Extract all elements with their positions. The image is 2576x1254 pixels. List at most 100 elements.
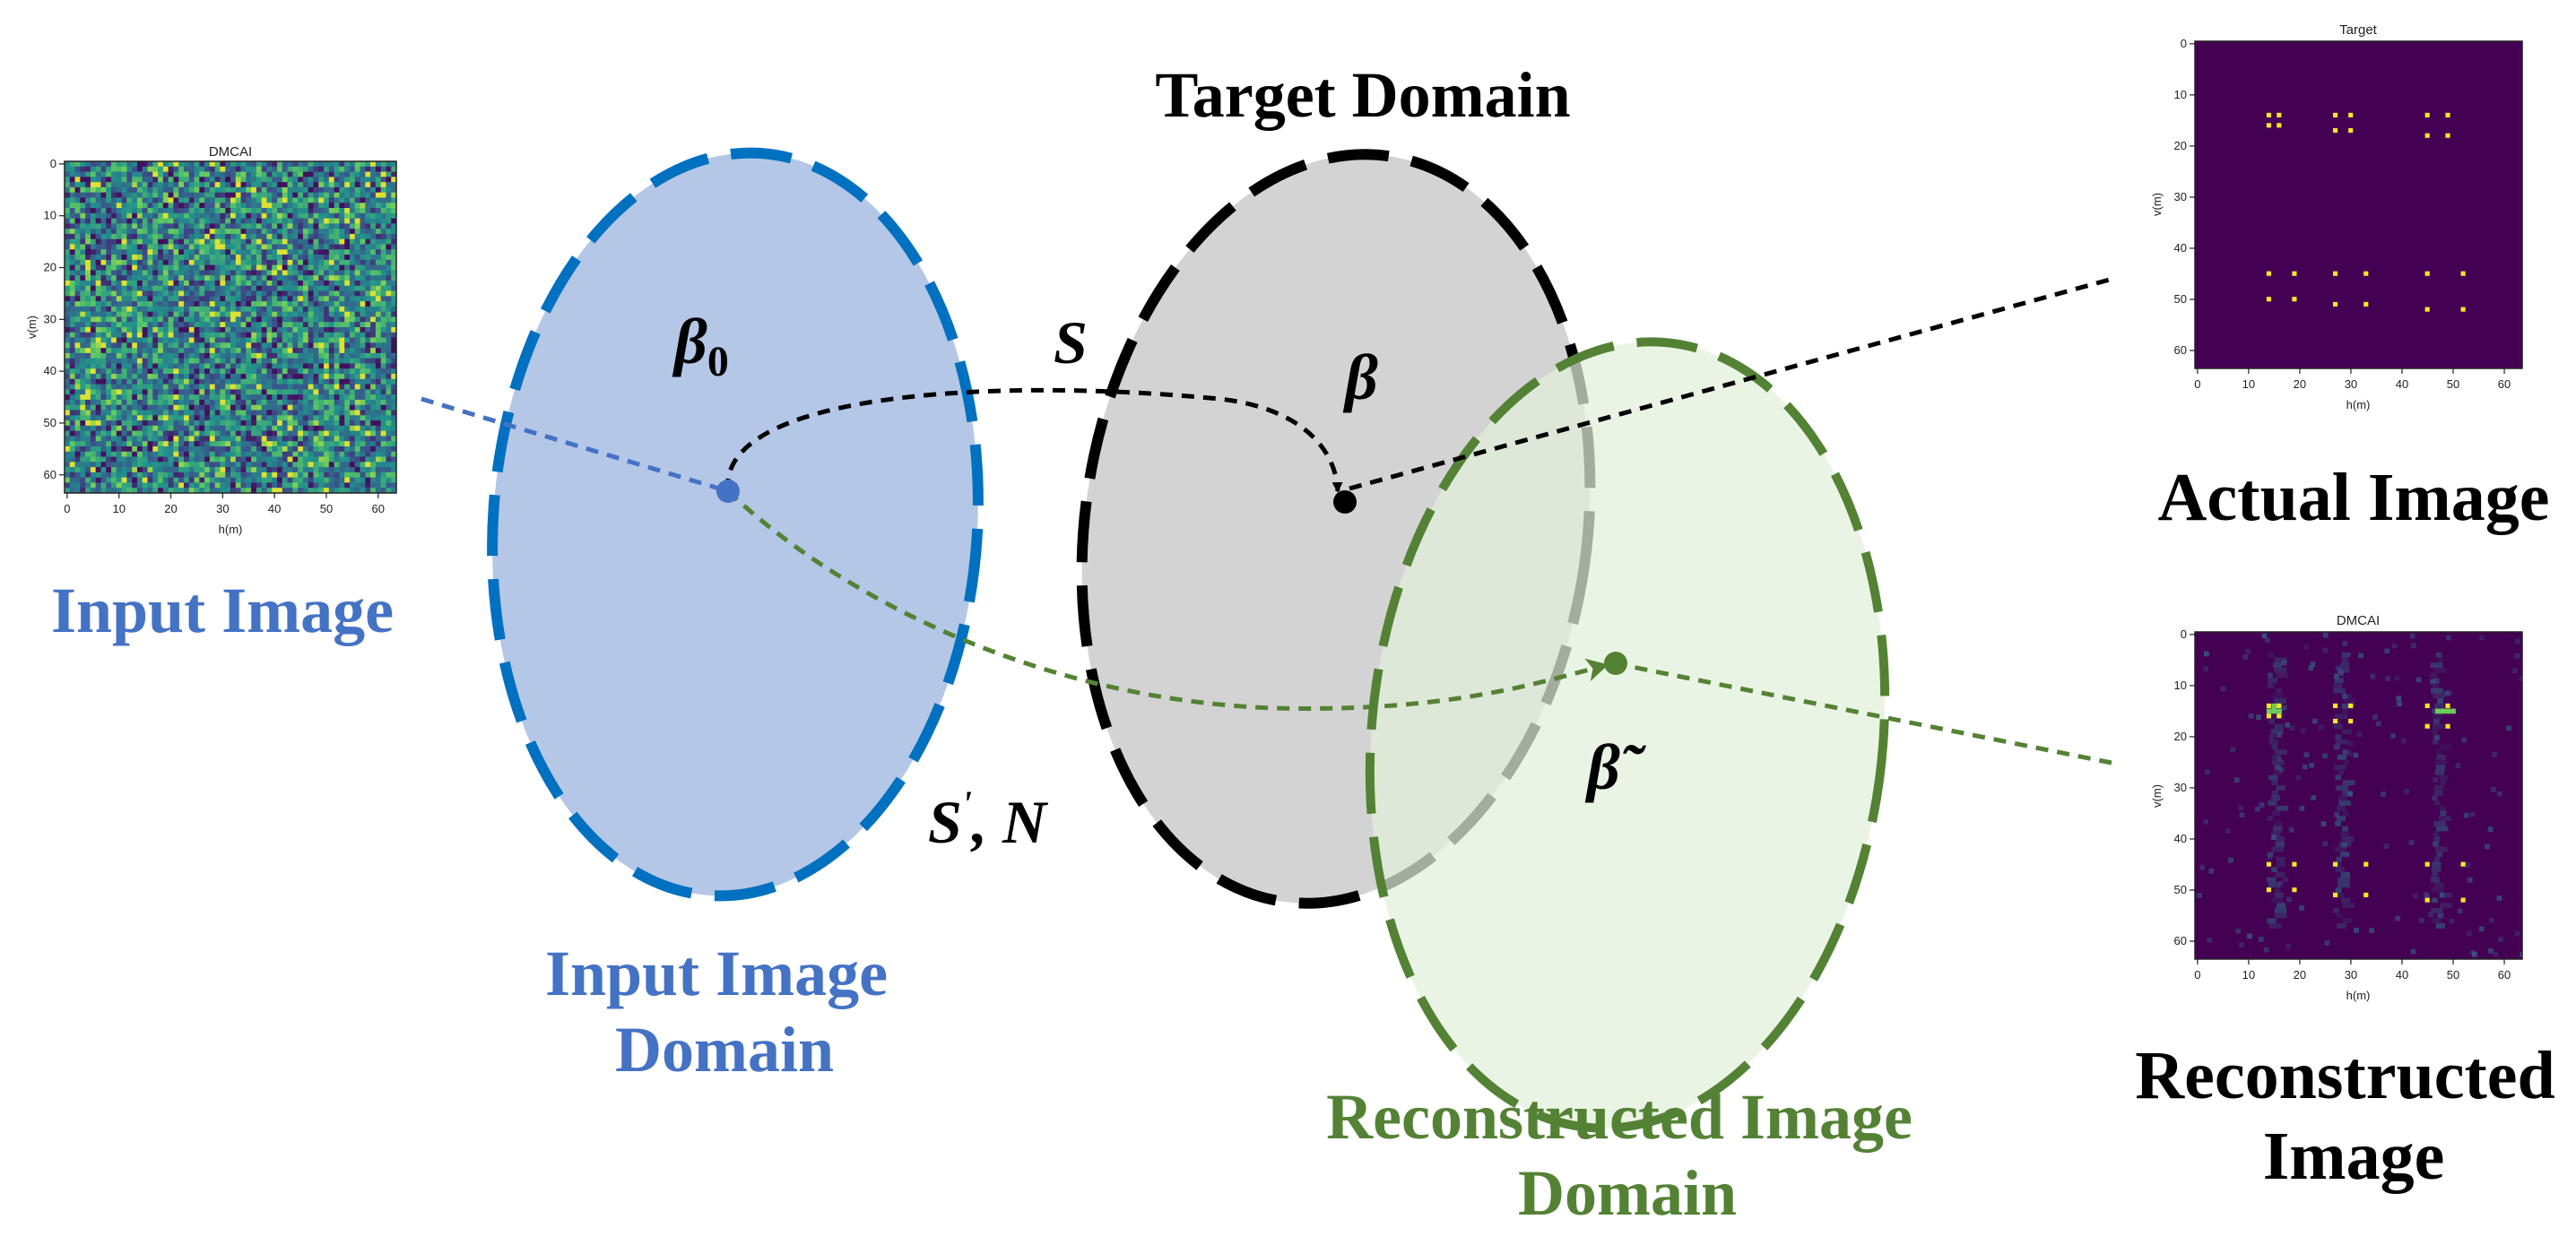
x-tick-label: 10 — [2242, 377, 2255, 391]
target-plot-xlabel: h(m) — [2346, 398, 2371, 411]
recon-plot-ylabel: v(m) — [2150, 784, 2164, 808]
recon-plot-background — [2195, 632, 2522, 959]
target-point — [2445, 703, 2450, 708]
target-point — [2292, 271, 2297, 276]
recon-plot-title: DMCAI — [2337, 613, 2380, 628]
x-tick-label: 60 — [2498, 377, 2511, 391]
target-point — [2424, 112, 2430, 117]
target-plot-title: Target — [2339, 22, 2378, 38]
y-tick-label: 30 — [2174, 781, 2187, 794]
y-tick-label: 60 — [44, 468, 56, 481]
y-tick-label: 0 — [2181, 627, 2187, 641]
x-tick-label: 40 — [2396, 968, 2408, 982]
y-tick-label: 0 — [50, 157, 56, 170]
y-tick-label: 40 — [44, 364, 56, 377]
x-tick-label: 60 — [2498, 968, 2511, 982]
recon-plot-points — [2266, 703, 2466, 903]
y-tick-label: 60 — [2174, 934, 2187, 947]
target-point — [2364, 301, 2369, 307]
mapping-S-arrow — [725, 387, 1343, 493]
target-point — [2445, 723, 2450, 729]
y-tick-label: 20 — [2174, 139, 2187, 152]
input-domain-ellipse — [487, 147, 984, 902]
x-tick-label: 10 — [2242, 968, 2255, 982]
target-point — [2266, 123, 2271, 128]
target-point — [2292, 297, 2297, 302]
x-tick-label: 10 — [112, 502, 125, 515]
x-tick-label: 50 — [320, 502, 333, 515]
target-point — [2332, 861, 2338, 867]
target-point — [2348, 703, 2354, 708]
target-point — [2277, 112, 2282, 117]
target-plot-background — [2195, 41, 2522, 368]
target-point — [2332, 112, 2338, 117]
target-point — [2266, 887, 2271, 893]
x-tick-label: 60 — [372, 502, 385, 515]
target-point — [2424, 897, 2430, 903]
y-tick-label: 50 — [2174, 292, 2187, 306]
x-tick-label: 20 — [2294, 968, 2306, 982]
beta0-symbol: β0 — [672, 306, 729, 385]
target-point — [2266, 112, 2271, 117]
target-point — [2292, 887, 2297, 893]
target-plot-points — [2266, 112, 2466, 312]
target-point — [2292, 861, 2297, 867]
input-image-label: Input Image — [51, 575, 394, 646]
x-tick-label: 50 — [2447, 968, 2459, 982]
target-point — [2424, 271, 2430, 276]
target-point — [2364, 861, 2369, 867]
target-point — [2332, 127, 2338, 134]
reconstructed-image-label: Reconstructed Image — [2135, 1038, 2572, 1194]
target-point — [2332, 271, 2338, 276]
y-tick-label: 60 — [2174, 343, 2187, 357]
target-point — [2364, 271, 2369, 276]
target-point — [2348, 718, 2354, 724]
x-tick-label: 30 — [2345, 377, 2357, 391]
input-plot-heatmap — [65, 161, 396, 493]
target-point — [2332, 703, 2338, 708]
target-point — [2266, 861, 2271, 867]
target-point — [2445, 133, 2450, 138]
target-point — [2266, 703, 2271, 708]
target-point — [2424, 861, 2430, 867]
recon-plot-artifacts — [2197, 632, 2522, 957]
x-tick-label: 0 — [2194, 968, 2200, 982]
target-point — [2424, 133, 2430, 138]
input-plot-frame — [64, 160, 397, 494]
target-point — [2348, 112, 2354, 117]
x-tick-label: 30 — [216, 502, 229, 515]
input-domain-label: Input Image Domain — [545, 938, 904, 1085]
target-point — [2445, 112, 2450, 117]
beta0-point — [716, 480, 740, 503]
x-tick-label: 0 — [64, 502, 70, 515]
y-tick-label: 10 — [44, 209, 56, 222]
mapping-S-prime-N-arrow — [726, 489, 1609, 711]
x-tick-label: 40 — [268, 502, 281, 515]
x-tick-label: 0 — [2194, 377, 2200, 391]
actual-image-label: Actual Image — [2158, 460, 2550, 535]
target-point — [2332, 718, 2338, 724]
target-point — [2266, 713, 2271, 719]
input-plot-ylabel: v(m) — [25, 316, 39, 339]
target-point — [2460, 897, 2466, 903]
y-tick-label: 30 — [44, 312, 56, 325]
x-tick-label: 30 — [2345, 968, 2357, 982]
target-point — [2332, 892, 2338, 897]
x-tick-label: 50 — [2447, 377, 2459, 391]
target-point — [2277, 703, 2282, 708]
y-tick-label: 10 — [2174, 88, 2187, 101]
y-tick-label: 20 — [2174, 730, 2187, 743]
recon-plot-xlabel: h(m) — [2346, 989, 2371, 1002]
S-symbol: S — [1054, 308, 1088, 376]
y-tick-label: 40 — [2174, 241, 2187, 255]
target-point — [2424, 307, 2430, 312]
target-plot-frame — [2194, 40, 2523, 369]
y-tick-label: 10 — [2174, 679, 2187, 692]
target-point — [2424, 723, 2430, 729]
y-tick-label: 0 — [2181, 37, 2187, 50]
